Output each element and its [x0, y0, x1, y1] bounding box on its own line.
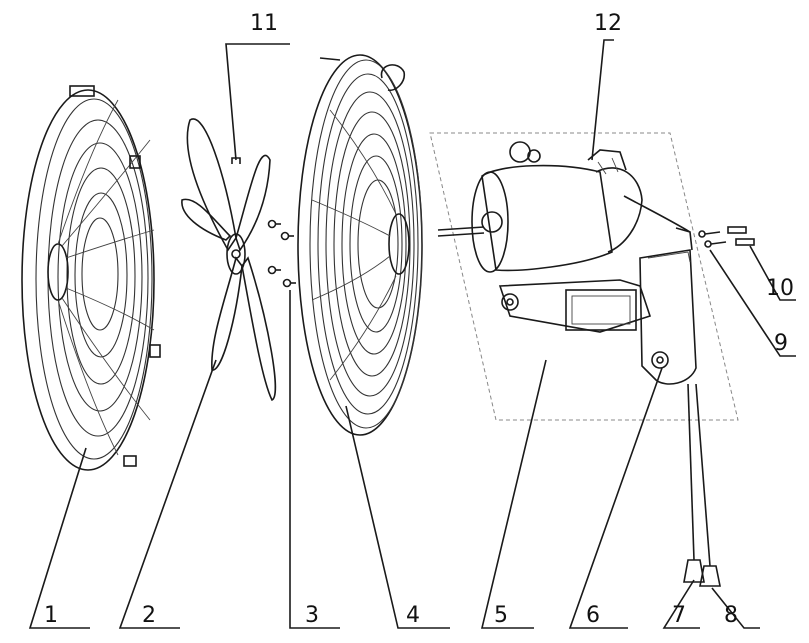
pull-cord-end-a [683, 383, 705, 583]
label-1: 1 [44, 603, 58, 628]
label-4: 4 [406, 603, 420, 628]
fan-blade [181, 118, 277, 402]
front-grille [21, 85, 161, 471]
part-labels: 1 2 3 4 5 6 7 8 9 10 11 12 [44, 11, 794, 628]
motor-assembly [429, 132, 739, 421]
label-7: 7 [672, 603, 686, 628]
bolts [698, 230, 727, 248]
label-11: 11 [250, 11, 278, 36]
label-3: 3 [305, 603, 319, 628]
switch-knob [651, 351, 669, 369]
label-9: 9 [774, 331, 788, 356]
wall-plugs [727, 226, 755, 246]
label-2: 2 [142, 603, 156, 628]
rear-grille [297, 54, 423, 436]
screws [267, 219, 296, 288]
leader-lines [28, 39, 796, 629]
label-10: 10 [766, 276, 794, 301]
label-12: 12 [594, 11, 622, 36]
pull-cord-end-b [695, 383, 721, 587]
label-6: 6 [586, 603, 600, 628]
label-5: 5 [494, 603, 508, 628]
label-8: 8 [724, 603, 738, 628]
